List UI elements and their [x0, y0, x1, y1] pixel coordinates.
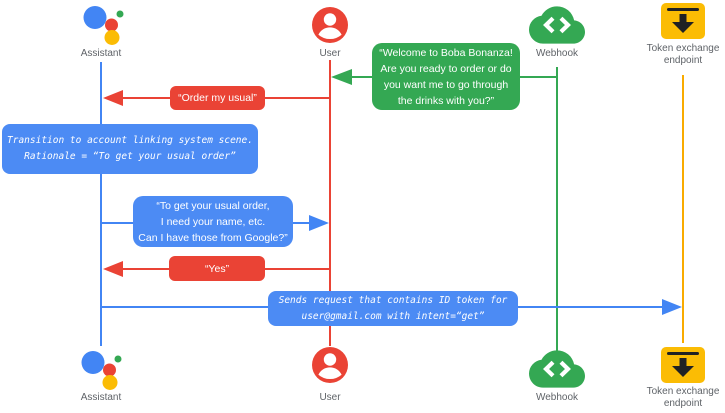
user-icon [312, 347, 348, 383]
token-endpoint-lifeline [682, 75, 684, 343]
google-assistant-icon [77, 2, 125, 48]
welcome-message-bubble: “Welcome to Boba Bonanza! Are you ready … [372, 43, 520, 110]
webhook-lifeline [556, 67, 558, 352]
assistant-label-bottom: Assistant [80, 392, 122, 403]
google-assistant-icon [75, 347, 123, 393]
token-endpoint-label-bottom: Token exchange endpoint [646, 386, 720, 409]
webhook-cloud-icon [529, 341, 585, 397]
transition-note-bubble: Transition to account linking system sce… [2, 124, 258, 174]
user-label-top: User [319, 48, 341, 59]
send-request-message-bubble: Sends request that contains ID token for… [268, 291, 518, 326]
assistant-lifeline [100, 62, 102, 346]
user-icon [312, 7, 348, 43]
order-usual-arrowhead-left-icon [103, 90, 123, 106]
token-exchange-endpoint-icon [661, 3, 705, 39]
ask-permission-arrowhead-right-icon [309, 215, 329, 231]
token-endpoint-label-top: Token exchange endpoint [646, 43, 720, 66]
welcome-arrowhead-left-icon [331, 69, 352, 85]
token-exchange-endpoint-icon [661, 347, 705, 383]
order-usual-message-bubble: “Order my usual” [170, 86, 265, 110]
yes-arrowhead-left-icon [103, 261, 123, 277]
user-label-bottom: User [319, 392, 341, 403]
webhook-label-bottom: Webhook [535, 392, 579, 403]
webhook-cloud-icon [529, 0, 585, 53]
user-lifeline [329, 60, 331, 346]
webhook-label-top: Webhook [535, 48, 579, 59]
yes-message-bubble: “Yes” [169, 256, 265, 281]
send-request-arrowhead-right-icon [662, 299, 682, 315]
assistant-label-top: Assistant [80, 48, 122, 59]
ask-permission-message-bubble: “To get your usual order, I need your na… [133, 196, 293, 247]
